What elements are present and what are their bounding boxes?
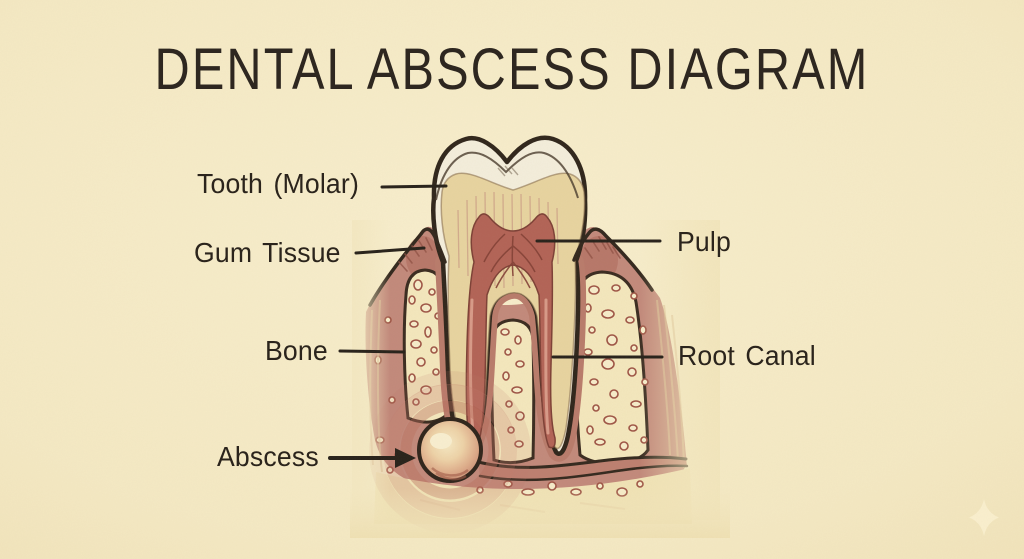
label-abscess: Abscess (217, 441, 319, 472)
label-bone: Bone (265, 335, 328, 366)
label-gum-tissue: Gum Tissue (194, 237, 341, 268)
page-title: DENTAL ABSCESS DIAGRAM (154, 37, 870, 102)
label-pulp: Pulp (677, 226, 732, 257)
label-root-canal: Root Canal (678, 340, 816, 371)
label-tooth-molar: Tooth (Molar) (197, 168, 360, 199)
